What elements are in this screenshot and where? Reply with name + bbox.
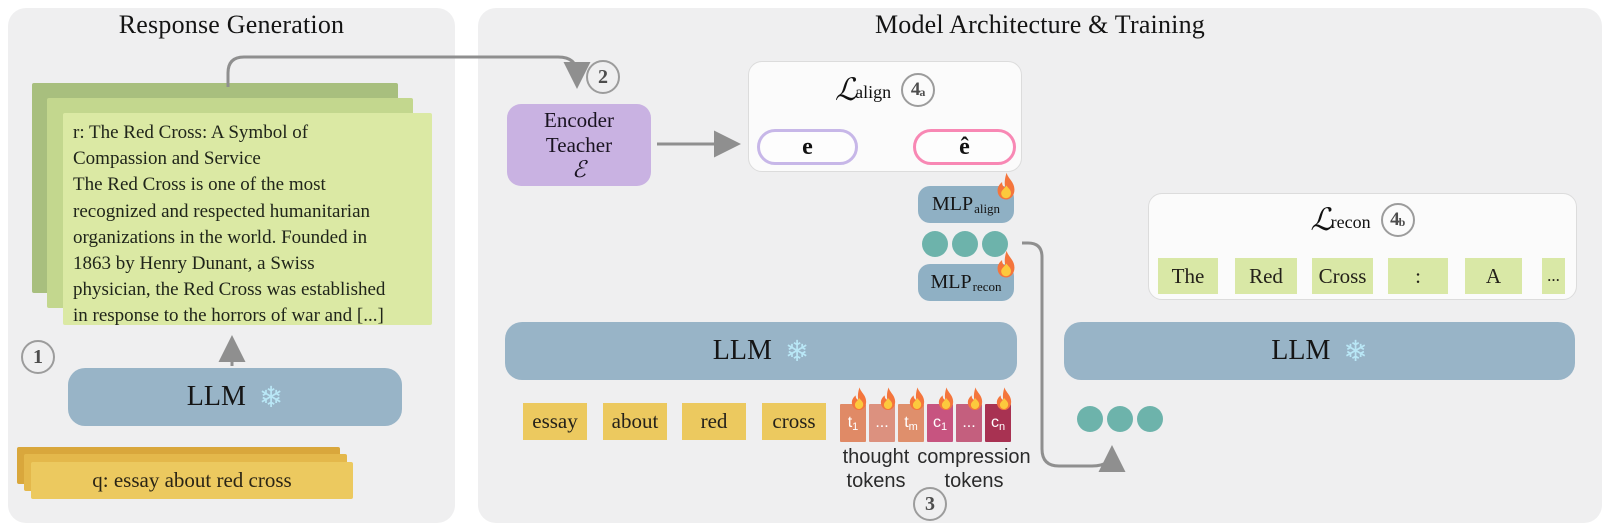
snowflake-icon: ❄ (1343, 333, 1368, 368)
loss-subscript: align (855, 82, 892, 102)
llm-left-label: LLM (186, 381, 246, 412)
latent-dot (922, 231, 948, 257)
snowflake-icon: ❄ (784, 333, 810, 368)
recon-token: The (1158, 258, 1218, 294)
latent-dot (952, 231, 978, 257)
llm-right-label: LLM (1271, 335, 1331, 366)
prompt-token: essay (523, 403, 587, 440)
latent-dot (1107, 406, 1133, 432)
latent-dots-top (922, 231, 1008, 257)
compression-token: ... (956, 404, 982, 442)
step-2-badge: 2 (586, 60, 620, 94)
prompt-token: about (603, 403, 667, 440)
llm-middle-label: LLM (712, 335, 772, 366)
fire-icon (906, 387, 928, 412)
thought-token: ... (869, 404, 895, 442)
fire-icon (993, 250, 1019, 280)
recon-token: ... (1542, 258, 1565, 294)
query-card: q: essay about red cross (31, 462, 353, 499)
recon-token: : (1388, 258, 1448, 294)
fire-icon (993, 172, 1019, 202)
encoder-symbol: ℰ (572, 157, 586, 182)
embedding-e-pill: e (757, 129, 858, 165)
recon-token: A (1465, 258, 1522, 294)
encoder-line1: Encoder (544, 108, 614, 132)
latent-dot (1137, 406, 1163, 432)
loss-subscript: recon (1330, 212, 1371, 232)
right-panel-title: Model Architecture & Training (874, 10, 1206, 39)
llm-right-box: LLM ❄ (1064, 322, 1575, 380)
recon-token: Red (1235, 258, 1297, 294)
step-1-badge: 1 (21, 340, 55, 374)
response-card: r: The Red Cross: A Symbol of Compassion… (63, 113, 432, 325)
encoder-line2: Teacher (545, 133, 613, 157)
snowflake-icon: ❄ (258, 379, 284, 414)
fire-icon (877, 387, 899, 412)
fire-icon (935, 387, 957, 412)
encoder-teacher-box: Encoder Teacher ℰ (507, 104, 651, 186)
latent-dots-bottom (1077, 406, 1163, 432)
latent-dot (982, 231, 1008, 257)
llm-left-box: LLM ❄ (68, 368, 402, 426)
thought-tokens-label: thought tokens (842, 446, 910, 492)
fire-icon (993, 387, 1015, 412)
left-panel-title: Response Generation (118, 10, 345, 39)
fire-icon (848, 387, 870, 412)
prompt-token: red (682, 403, 746, 440)
loss-symbol: ℒ (1310, 202, 1333, 237)
step-3-badge: 3 (913, 487, 947, 521)
embedding-e-hat-pill: ê (913, 129, 1016, 165)
loss-symbol: ℒ (834, 72, 858, 107)
llm-middle-box: LLM ❄ (505, 322, 1017, 380)
prompt-token: cross (762, 403, 826, 440)
fire-icon (964, 387, 986, 412)
recon-token: Cross (1312, 258, 1373, 294)
compression-tokens-label: compression tokens (917, 446, 1031, 492)
latent-dot (1077, 406, 1103, 432)
